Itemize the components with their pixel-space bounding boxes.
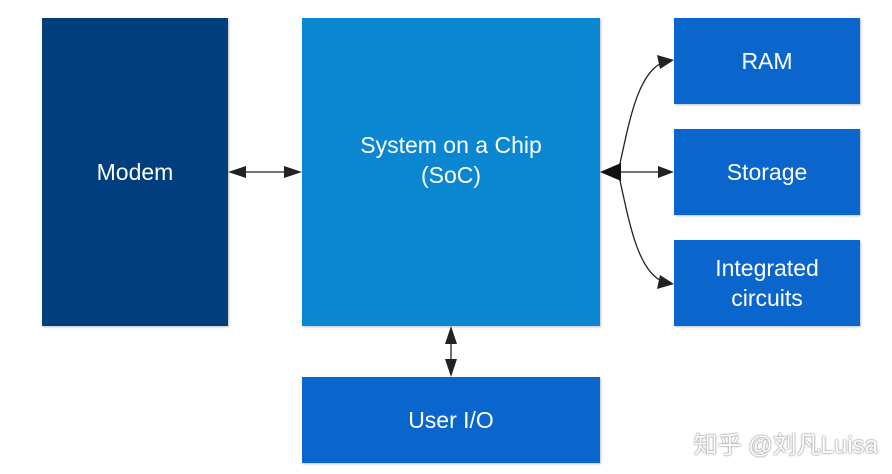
soc-label: System on a Chip (SoC): [360, 132, 542, 188]
watermark: 知乎 @刘凡Luisa: [693, 432, 878, 459]
modem-soc-connector: [228, 166, 302, 178]
soc-right-arrowhead: [600, 163, 621, 181]
ic-arrowhead: [657, 275, 674, 289]
userio-top-arrowhead: [445, 359, 457, 377]
soc-ic-curve: [617, 171, 665, 283]
user-io-label: User I/O: [408, 407, 494, 433]
ram-block: RAM: [674, 18, 860, 104]
integrated-circuits-block: Integrated circuits: [674, 240, 860, 326]
ram-arrowhead: [657, 55, 674, 69]
storage-block: Storage: [674, 129, 860, 215]
storage-arrowhead: [658, 166, 674, 178]
integrated-circuits-label: Integrated circuits: [715, 255, 819, 311]
modem-block: Modem: [42, 18, 228, 326]
modem-label: Modem: [96, 159, 174, 185]
user-io-block: User I/O: [302, 377, 600, 463]
modem-side-arrowhead: [228, 166, 246, 178]
soc-ram-curve: [617, 61, 665, 173]
soc-block: System on a Chip (SoC): [302, 18, 600, 326]
soc-left-arrowhead: [284, 166, 302, 178]
soc-peripheral-connectors: [600, 55, 674, 289]
soc-bottom-arrowhead: [445, 326, 457, 344]
ram-label: RAM: [741, 48, 793, 74]
soc-userio-connector: [445, 326, 457, 377]
storage-label: Storage: [726, 159, 808, 185]
